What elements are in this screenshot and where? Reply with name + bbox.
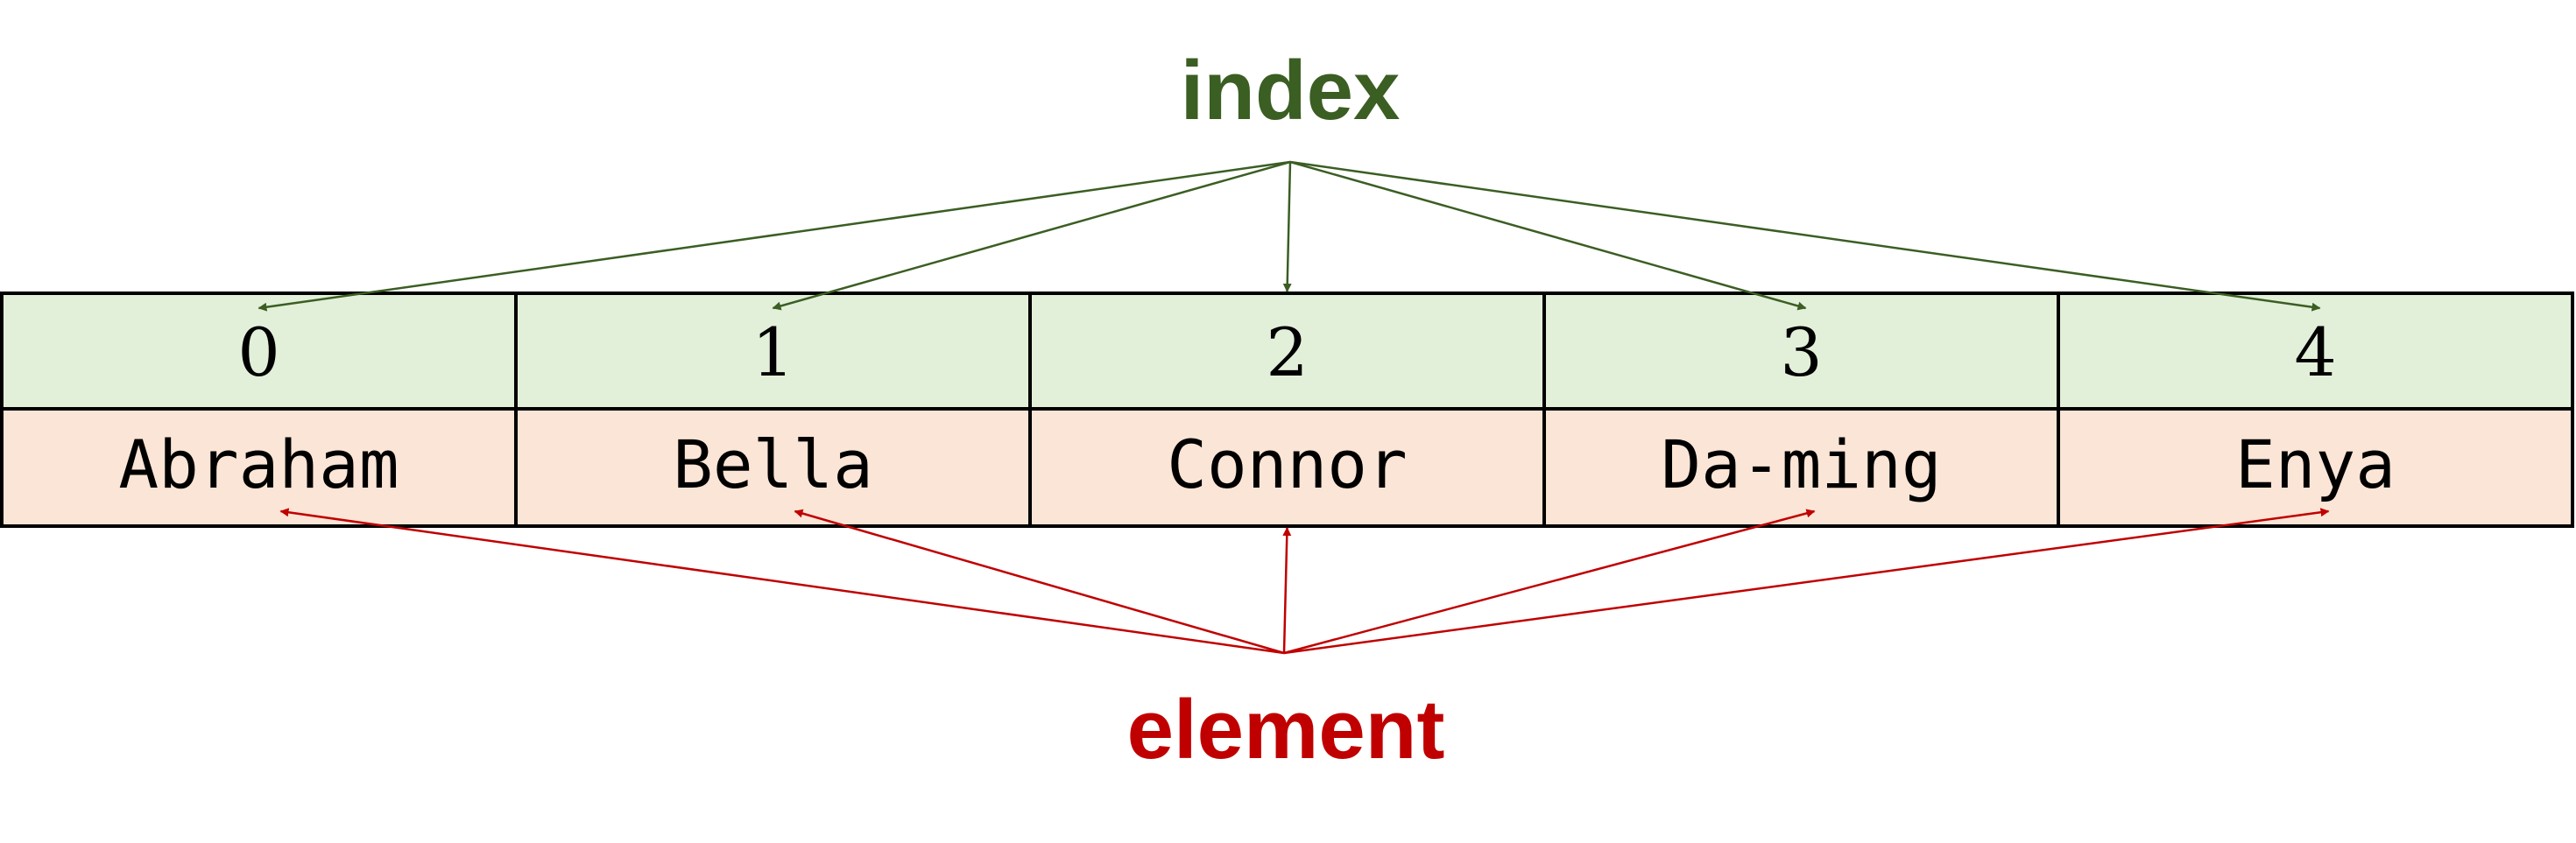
element-arrow (1283, 508, 2330, 655)
element-cell-value: Da-ming (1661, 425, 1941, 503)
index-cell-value: 0 (237, 313, 279, 391)
index-row: 0 1 2 3 4 (0, 292, 2574, 411)
element-cell-value: Abraham (118, 425, 399, 503)
element-cell (1542, 407, 2060, 528)
element-cell-value: Connor (1167, 425, 1408, 503)
element-cell-value: Bella (673, 425, 873, 503)
index-cell (514, 292, 1032, 411)
element-cell (514, 407, 1032, 528)
element-cell (0, 407, 518, 528)
element-row: Abraham Bella Connor Da-ming Enya (0, 407, 2574, 528)
index-cell-value: 2 (1266, 313, 1308, 391)
index-cell-value: 4 (2294, 313, 2336, 391)
element-arrow (1283, 509, 1816, 655)
index-arrow (258, 160, 1291, 312)
element-arrow (794, 509, 1285, 655)
index-arrow (772, 160, 1291, 311)
index-arrow (1289, 160, 2321, 312)
element-arrow (279, 508, 1285, 655)
index-arrows (258, 160, 2321, 312)
element-arrow (1282, 527, 1292, 654)
index-arrow (1289, 160, 1807, 311)
index-cell (1028, 292, 1546, 411)
index-label: index (1181, 44, 1401, 137)
element-cell-value: Enya (2235, 425, 2396, 503)
element-label: element (1127, 683, 1445, 776)
index-cell (0, 292, 518, 411)
element-arrows (279, 508, 2330, 655)
index-cell-value: 3 (1780, 313, 1822, 391)
index-arrow (1282, 161, 1292, 292)
element-cell (2057, 407, 2574, 528)
index-cell-value: 1 (752, 313, 794, 391)
element-cell (1028, 407, 1546, 528)
